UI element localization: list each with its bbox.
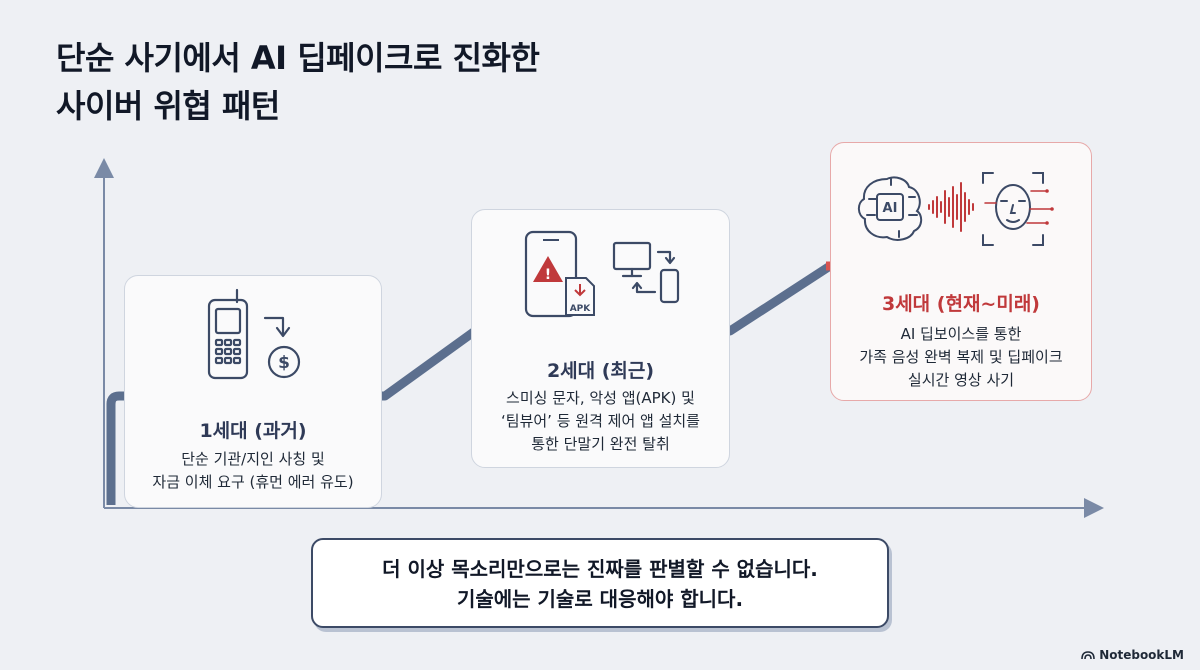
- stage-1-description: 단순 기관/지인 사칭 및 자금 이체 요구 (휴먼 에러 유도): [133, 448, 373, 494]
- remote-control-icon: [612, 241, 680, 304]
- callout-line-1: 더 이상 목소리만으로는 진짜를 판별할 수 없습니다.: [382, 557, 818, 581]
- ai-label: AI: [883, 201, 898, 216]
- stage-1-desc-line: 단순 기관/지인 사칭 및: [181, 450, 325, 468]
- face-scan-icon: [982, 172, 1054, 246]
- stage-2-generation: 2세대 (최근): [546, 360, 655, 382]
- key-message-callout: 더 이상 목소리만으로는 진짜를 판별할 수 없습니다. 기술에는 기술로 대응…: [311, 538, 889, 628]
- title-line-2: 사이버 위협 패턴: [56, 87, 280, 125]
- stage-3-generation: 3세대 (현재~미래): [881, 293, 1040, 315]
- stage-card-3: AI 3세대 (현재~미래) AI 딥보이스를 통한 가족 음성 완벽 복제 및…: [830, 142, 1092, 401]
- stage-3-desc-line: 가족 음성 완벽 복제 및 딥페이크: [859, 348, 1063, 366]
- stage-3-desc-line: 실시간 영상 사기: [907, 371, 1015, 389]
- smartphone-warning-icon: !: [524, 230, 578, 318]
- svg-text:$: $: [278, 353, 290, 373]
- page-title: 단순 사기에서 AI 딥페이크로 진화한 사이버 위협 패턴: [56, 34, 756, 130]
- brand-watermark: NotebookLM: [1081, 648, 1184, 662]
- apk-file-icon: APK: [565, 277, 595, 316]
- svg-text:!: !: [545, 267, 551, 283]
- stage-2-desc-line: 통한 단말기 완전 탈취: [531, 435, 670, 453]
- ai-brain-icon: AI: [857, 176, 923, 241]
- stage-2-desc-line: ‘팀뷰어’ 등 원격 제어 앱 설치를: [501, 412, 700, 430]
- brand-name: NotebookLM: [1099, 648, 1184, 662]
- stage-card-1: $ 1세대 (과거) 단순 기관/지인 사칭 및 자금 이체 요구 (휴먼 에러…: [124, 275, 382, 508]
- stage-2-icons: ! APK: [524, 230, 680, 318]
- voice-waveform-icon: [928, 182, 974, 232]
- stage-1-generation: 1세대 (과거): [199, 420, 307, 442]
- apk-label: APK: [570, 304, 592, 314]
- title-line-1: 단순 사기에서 AI 딥페이크로 진화한: [56, 39, 540, 77]
- notebooklm-logo-icon: [1081, 651, 1095, 660]
- stage-3-icons: AI: [857, 172, 1054, 246]
- stage-1-icons: $: [207, 288, 301, 380]
- stage-3-desc-line: AI 딥보이스를 통한: [900, 325, 1022, 343]
- money-transfer-icon: $: [263, 316, 301, 379]
- feature-phone-icon: [207, 288, 249, 380]
- stage-1-desc-line: 자금 이체 요구 (휴먼 에러 유도): [152, 473, 354, 491]
- callout-line-2: 기술에는 기술로 대응해야 합니다.: [456, 587, 744, 611]
- stage-card-2: ! APK 2세대 (최근) 스미싱 문자, 악성 앱(APK) 및 ‘팀뷰어’…: [471, 209, 730, 468]
- stage-3-description: AI 딥보이스를 통한 가족 음성 완벽 복제 및 딥페이크 실시간 영상 사기: [839, 323, 1083, 392]
- stage-2-description: 스미싱 문자, 악성 앱(APK) 및 ‘팀뷰어’ 등 원격 제어 앱 설치를 …: [480, 387, 721, 456]
- progression-path: [106, 262, 833, 505]
- stage-2-desc-line: 스미싱 문자, 악성 앱(APK) 및: [506, 389, 695, 407]
